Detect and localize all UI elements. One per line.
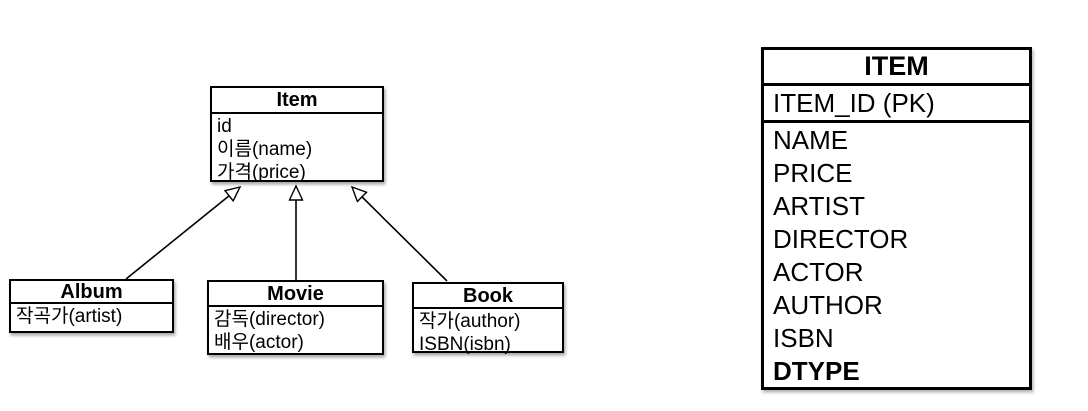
class-box-movie: Movie 감독(director)배우(actor): [207, 280, 384, 355]
class-field: 작가(author): [419, 311, 521, 332]
class-title: Book: [414, 284, 562, 309]
class-box-album: Album 작곡가(artist): [9, 279, 174, 333]
class-box-book: Book 작가(author)ISBN(isbn): [412, 282, 564, 356]
class-field: ISBN(isbn): [419, 334, 511, 355]
class-field: 이름(name): [217, 139, 313, 160]
class-field: id: [217, 116, 232, 137]
class-title: Movie: [209, 282, 382, 307]
table-column-row: ACTOR: [773, 257, 864, 287]
table-pk-row: ITEM_ID (PK): [764, 86, 1029, 123]
class-field: 가격(price): [217, 162, 306, 183]
class-fields: 작가(author)ISBN(isbn): [414, 309, 562, 356]
table-column-row: DIRECTOR: [773, 224, 909, 254]
class-fields: 감독(director)배우(actor): [209, 307, 382, 354]
table-column-row: ISBN: [773, 323, 834, 353]
class-title: Item: [212, 88, 382, 114]
table-column-row: AUTHOR: [773, 290, 883, 320]
table-column-row: PRICE: [773, 158, 853, 188]
table-column-row: ARTIST: [773, 191, 865, 221]
table-column-row: DTYPE: [773, 356, 860, 386]
arrow-album-to-item: [125, 187, 240, 280]
class-title: Album: [11, 281, 172, 304]
class-fields: 작곡가(artist): [11, 304, 172, 328]
table-title: ITEM: [764, 50, 1029, 86]
class-field: 감독(director): [214, 309, 325, 330]
table-column-row: NAME: [773, 125, 849, 155]
class-field: 작곡가(artist): [16, 306, 123, 327]
arrow-book-to-item: [352, 187, 448, 282]
class-field: 배우(actor): [214, 332, 304, 353]
